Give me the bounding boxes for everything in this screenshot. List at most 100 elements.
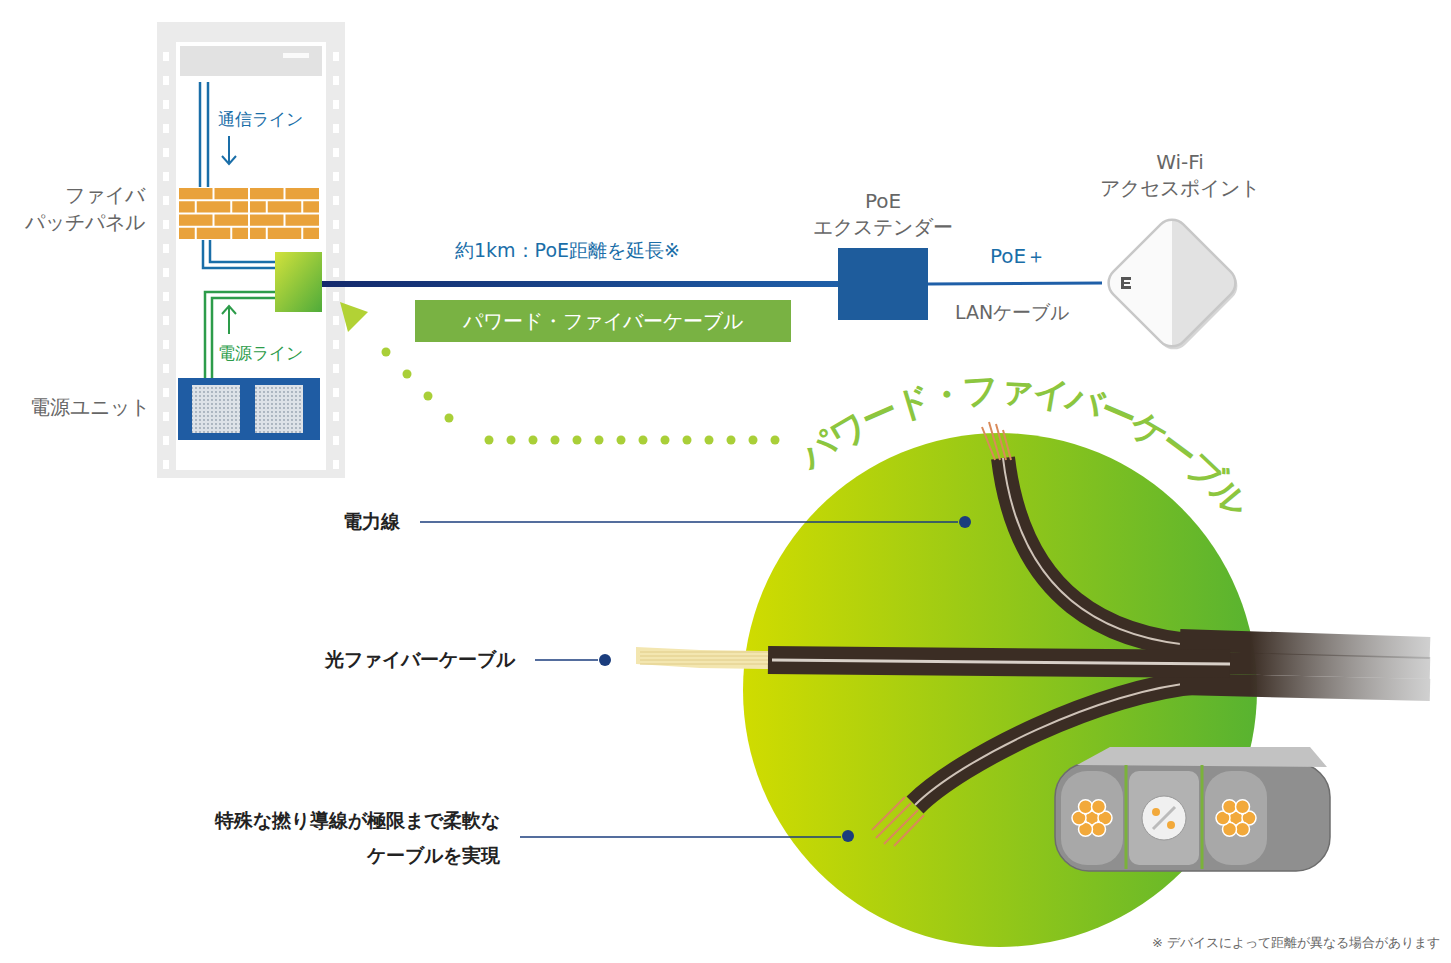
rack-hole — [163, 460, 169, 469]
rack-hole — [333, 388, 339, 397]
annotation: LANケーブル — [955, 300, 1069, 326]
rack-hole — [333, 172, 339, 181]
node-label: 電源ユニット — [0, 394, 150, 421]
rack-hole — [163, 436, 169, 445]
dotted-pointer — [661, 436, 670, 445]
annotation: ※ デバイスによって距離が異なる場合があります — [1152, 934, 1440, 952]
power-wire — [1003, 458, 1200, 646]
section-divider — [1126, 765, 1202, 869]
rack-hole — [163, 52, 169, 61]
panel-port — [215, 215, 249, 226]
patch-panel: ファイバ パッチパネル — [178, 187, 320, 240]
cable-line — [928, 283, 1102, 284]
dotted-pointer — [573, 436, 582, 445]
rack-hole — [333, 244, 339, 253]
panel-port — [197, 201, 231, 212]
panel-ground — [178, 187, 320, 240]
node-label: PoE エクステンダー — [798, 188, 968, 240]
ap-body — [1102, 213, 1242, 353]
node-shape — [838, 248, 928, 320]
rack-hole — [163, 388, 169, 397]
line-strand — [207, 82, 210, 187]
panel-port — [250, 215, 284, 226]
media-converter — [275, 252, 322, 312]
fan-grille — [192, 385, 240, 433]
copper-strand — [1092, 822, 1106, 836]
extender-box — [838, 248, 928, 320]
copper-tip — [982, 422, 1011, 460]
panel-port — [179, 215, 213, 226]
dotted-pointer — [485, 436, 494, 445]
annotation: 電源ライン — [218, 342, 303, 365]
section-face — [1061, 771, 1123, 865]
leader-dot — [842, 830, 854, 842]
jacket-stripe — [772, 660, 1230, 664]
node-label: Wi-Fi アクセスポイント — [1085, 149, 1275, 201]
dotted-pointer — [382, 348, 391, 357]
panel-port — [250, 228, 266, 239]
dotted-pointer — [445, 414, 454, 423]
rack-hole — [333, 220, 339, 229]
panel-port — [179, 201, 195, 212]
rack-hole — [163, 196, 169, 205]
arc-title: パワード・ファイバーケーブル — [763, 363, 1237, 533]
copper-tip — [872, 797, 924, 846]
node-label: ファイバ パッチパネル — [0, 182, 145, 236]
panel-port — [232, 201, 248, 212]
dotted-pointer — [424, 392, 433, 401]
dotted-pointer — [639, 436, 648, 445]
rack-hole — [163, 268, 169, 277]
fiber-core — [636, 647, 770, 669]
fiber-thread — [640, 660, 770, 661]
leader-dot — [599, 654, 611, 666]
rack-interior — [176, 42, 326, 470]
dotted-pointer — [507, 436, 516, 445]
rack-hole — [333, 460, 339, 469]
leader-dot — [959, 516, 971, 528]
panel-port — [303, 228, 319, 239]
rack-hole — [163, 172, 169, 181]
dotted-pointer — [771, 436, 780, 445]
panel-port — [197, 228, 231, 239]
copper-strand — [1079, 800, 1093, 814]
dotted-pointer — [529, 436, 538, 445]
node-shape — [178, 378, 320, 440]
rack-hole — [163, 340, 169, 349]
ap-logo — [1121, 277, 1131, 289]
panel-port — [250, 201, 266, 212]
rack-hole — [163, 316, 169, 325]
node-shape — [178, 187, 320, 240]
section-body — [1055, 763, 1330, 871]
leader-line — [420, 521, 958, 523]
ap-outline — [1102, 213, 1242, 353]
node-label: パワード・ファイバーケーブル — [415, 300, 791, 342]
leader-line — [520, 836, 841, 838]
rack-hole — [333, 148, 339, 157]
cable-bundle — [1180, 640, 1430, 648]
rack-hole — [163, 412, 169, 421]
band-fill — [415, 300, 791, 342]
rack-slot — [283, 53, 309, 58]
rack-hole — [333, 412, 339, 421]
rack-hole — [333, 52, 339, 61]
rack-unit — [180, 46, 322, 76]
dotted-pointer — [749, 436, 758, 445]
panel-port — [179, 228, 195, 239]
node-shape — [1102, 213, 1242, 353]
section-top — [1077, 747, 1327, 767]
rack-hole — [163, 220, 169, 229]
dotted-pointer — [403, 370, 412, 379]
node-shape — [743, 433, 1257, 947]
section-face — [1129, 771, 1199, 865]
wire-stripe — [1003, 458, 1200, 646]
panel-port — [286, 188, 320, 199]
fiber-section — [1142, 796, 1186, 840]
dotted-pointer — [727, 436, 736, 445]
rack-hole — [333, 316, 339, 325]
line-strand — [212, 298, 276, 378]
rack-hole — [333, 292, 339, 301]
dotted-pointer — [595, 436, 604, 445]
rack-hole — [333, 196, 339, 205]
rack-hole — [333, 364, 339, 373]
